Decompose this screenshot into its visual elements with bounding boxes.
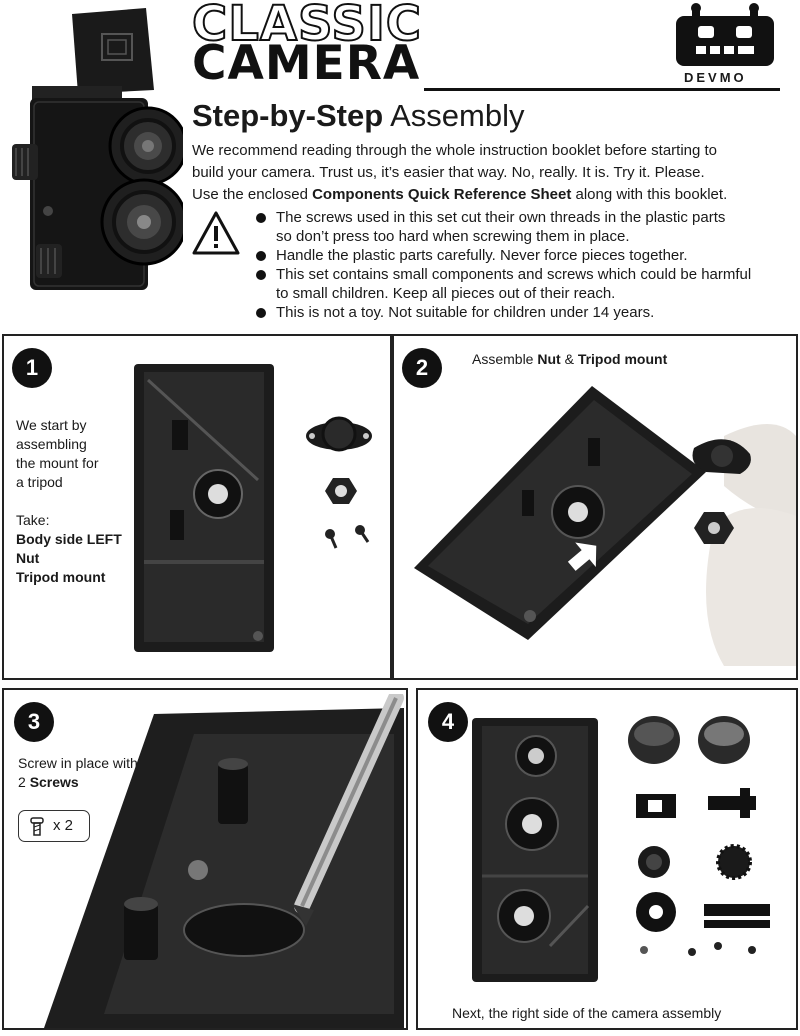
step-number-badge: 3 bbox=[14, 702, 54, 742]
intro-line-1: We recommend reading through the whole i… bbox=[192, 142, 718, 159]
warning-item: This is not a toy. Not suitable for chil… bbox=[256, 303, 776, 322]
step-1-description: We start by assembling the mount for a t… bbox=[16, 417, 122, 585]
camera-illustration bbox=[8, 6, 183, 296]
screwdriver-assembly-image bbox=[44, 694, 406, 1028]
nut-part-image bbox=[324, 476, 358, 506]
screws-part-image bbox=[320, 524, 380, 554]
hand-holding-parts-image bbox=[684, 416, 798, 676]
screw-count-box: x 2 bbox=[18, 810, 90, 842]
step-number-badge: 2 bbox=[402, 348, 442, 388]
logo-wordmark: DEVMO bbox=[684, 70, 747, 85]
screw-icon bbox=[30, 817, 44, 836]
warning-item: The screws used in this set cut their ow… bbox=[256, 208, 776, 246]
title-camera: CAMERA bbox=[192, 36, 421, 91]
step-4-caption: Next, the right side of the camera assem… bbox=[452, 1005, 722, 1021]
warning-item: Handle the plastic parts carefully. Neve… bbox=[256, 246, 776, 265]
step-3-panel: 3 Screw in place with 2 Screws x 2 bbox=[2, 688, 408, 1030]
body-side-assembly-image bbox=[410, 380, 710, 650]
screw-count-label: x 2 bbox=[53, 817, 74, 834]
body-side-left-part-image bbox=[128, 360, 278, 656]
warning-triangle-icon bbox=[192, 210, 240, 256]
page-heading: Step-by-Step Assembly bbox=[192, 98, 525, 133]
step-4-panel: 4 bbox=[416, 688, 798, 1030]
title-classic: CLASSIC bbox=[191, 0, 423, 52]
tripod-mount-part-image bbox=[304, 414, 374, 464]
intro-line-2: build your camera. Trust us, it’s easier… bbox=[192, 164, 705, 181]
step-number-badge: 1 bbox=[12, 348, 52, 388]
body-side-right-part-image bbox=[466, 716, 602, 984]
devmo-robot-logo-icon bbox=[676, 2, 774, 68]
header-rule bbox=[424, 88, 780, 91]
loose-parts-image bbox=[624, 712, 784, 962]
step-2-instruction: Assemble Nut & Tripod mount bbox=[472, 351, 668, 367]
step-2-panel: 2 Assemble Nut & Tripod mount bbox=[392, 334, 798, 680]
step-1-panel: 1 We start by assembling the mount for a… bbox=[2, 334, 392, 680]
step-number-badge: 4 bbox=[428, 702, 468, 742]
warning-item: This set contains small components and s… bbox=[256, 265, 776, 303]
step-3-instruction: Screw in place with 2 Screws bbox=[18, 755, 138, 790]
intro-line-3: Use the enclosed Components Quick Refere… bbox=[192, 186, 728, 203]
